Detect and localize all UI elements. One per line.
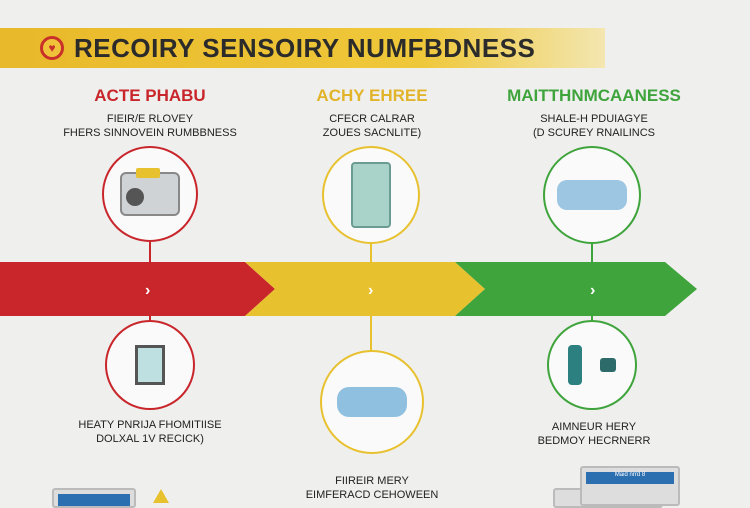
warning-icon [153,489,169,503]
title-banner: ♥ RECOIRY SENSOIRY NUMFBDNESS [0,28,605,68]
phase-line: SHALE-H PDUIAGYE [540,113,648,125]
phase-1-footer: HEATY PNRIJA FHOMITIISE DOLXAL 1V RECICK… [40,418,260,446]
phase-2-header: ACHY EHREE CFECR CALRAR ZOUES SACNLITE) [262,86,482,140]
phase-2-footer: FIIREIR MERY EIMFERACD CEHOWEEN [262,474,482,502]
device-screen-bar [58,494,130,506]
connector [370,316,372,352]
connector [591,244,593,264]
device-screen-text: Maid nrrd 8 [586,472,674,484]
connector [149,242,151,264]
phase-heading: MAITTHNMCAANESS [507,86,681,105]
chevron-icon: › [145,282,150,299]
chevron-icon: › [590,282,595,299]
device-screen-right: Maid nrrd 8 [580,466,680,506]
phase-line: EIMFERACD CEHOWEEN [305,489,439,501]
phase-3-header: MAITTHNMCAANESS SHALE-H PDUIAGYE (D SCUR… [484,86,704,140]
hands-towel-illustration [543,146,641,244]
device-illustration [102,146,198,242]
phase-line: ZOUES SACNLITE) [322,127,422,139]
phase-line: (D SCUREY RNAILINCS [532,127,656,139]
hands-tablet-illustration [322,146,420,244]
page-title: RECOIRY SENSOIRY NUMFBDNESS [74,32,536,63]
arrow-phase-3 [455,262,697,316]
arrow-phase-2 [245,262,485,316]
timeline-arrow: › › › [0,262,697,316]
hand-cloth-illustration [320,350,424,454]
device-screen-left [52,488,136,508]
phase-line: FIIREIR MERY [335,475,409,487]
phase-line: BEDMOY HECRNERR [537,435,651,447]
connector [591,316,593,322]
phase-line: DOLXAL 1V RECICK) [96,433,204,445]
phase-heading: ACTE PHABU [94,86,206,105]
phase-3-footer: AIMNEUR HERY BEDMOY HECRNERR [484,420,704,448]
phase-line: AIMNEUR HERY [551,421,637,433]
phase-line: HEATY PNRIJA FHOMITIISE [78,419,222,431]
heart-logo-icon: ♥ [40,36,64,60]
chevron-icon: › [368,282,373,299]
phase-line: CFECR CALRAR [329,113,415,125]
phase-heading: ACHY EHREE [316,86,428,105]
connector [370,244,372,264]
mirror-illustration [105,320,195,410]
phase-line: FIEIR/E RLOVEY [106,113,194,125]
tools-illustration [547,320,637,410]
arrow-phase-1 [0,262,275,316]
connector [149,316,151,322]
phase-1-header: ACTE PHABU FIEIR/E RLOVEY FHERS SINNOVEI… [40,86,260,140]
phase-line: FHERS SINNOVEIN RUMBBNESS [63,127,237,139]
